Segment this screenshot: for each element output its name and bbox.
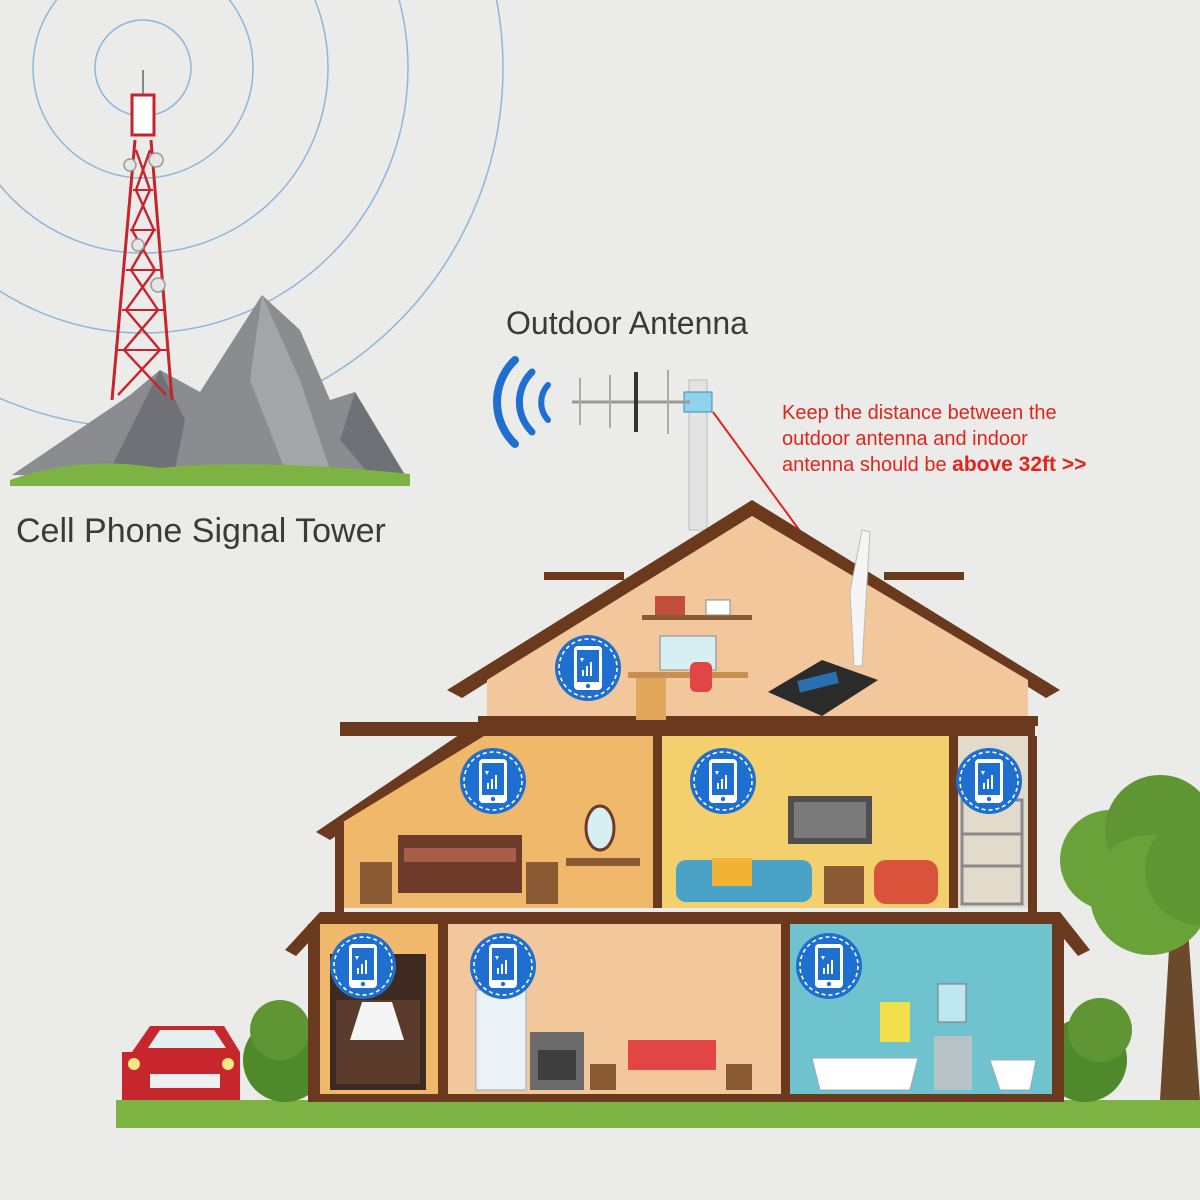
phone-signal-badge-icon <box>329 932 397 1000</box>
tower-label: Cell Phone Signal Tower <box>16 512 386 550</box>
wifi-waves-icon <box>493 356 551 448</box>
phone-signal-badge-icon <box>469 932 537 1000</box>
kitchen-icon <box>475 989 752 1091</box>
note-line-3: antenna should be above 32ft >> <box>782 452 1182 479</box>
mountain-icon <box>10 295 410 486</box>
tree-icon <box>1060 775 1200 1100</box>
note-emphasis: above 32ft >> <box>952 453 1087 476</box>
phone-signal-badge-icon <box>796 933 862 999</box>
note-line-3-prefix: antenna should be <box>782 454 953 476</box>
note-line-2: outdoor antenna and indoor <box>782 427 1028 450</box>
car-icon <box>122 1026 240 1100</box>
bedroom-icon <box>360 804 640 904</box>
phone-signal-badge-icon <box>554 634 622 702</box>
phone-signal-badge-icon <box>689 747 757 815</box>
outdoor-antenna-label: Outdoor Antenna <box>506 305 748 341</box>
note-line-1: Keep the distance between the <box>782 402 1057 424</box>
lawn <box>116 1100 1200 1128</box>
booster-unit-icon <box>768 529 878 716</box>
living-room-icon <box>676 796 938 904</box>
storage-shelf-icon <box>960 798 1024 906</box>
signal-tower-icon <box>110 70 174 401</box>
outdoor-antenna-icon <box>572 370 713 531</box>
attic-desk-icon <box>628 596 752 720</box>
phone-signal-badge-icon <box>459 747 527 815</box>
phone-signal-badge-icon <box>955 747 1023 815</box>
bathroom-icon <box>811 983 1037 1091</box>
distance-note: Keep the distance between the outdoor an… <box>782 401 1182 479</box>
